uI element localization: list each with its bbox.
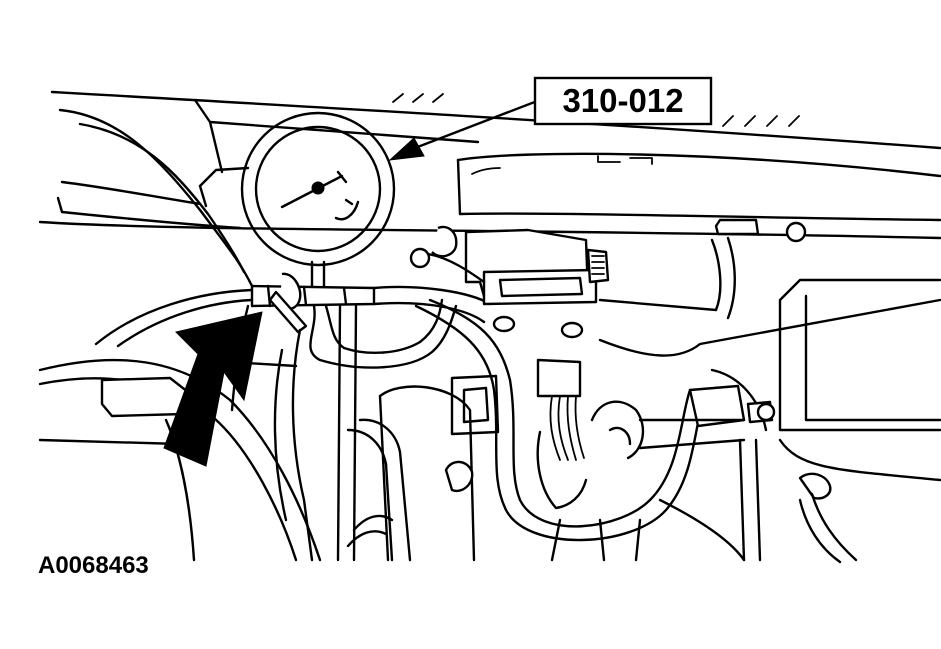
- pointer-arrows: [163, 96, 547, 467]
- cowl-panel: [38, 90, 941, 240]
- callout-arrow: [413, 96, 547, 150]
- tool-callout: 310-012: [533, 76, 713, 126]
- lower-components: [38, 236, 941, 564]
- gauge-hoses: [58, 108, 492, 562]
- location-arrow: [163, 311, 263, 467]
- tool-number-label: 310-012: [562, 82, 683, 119]
- connectors: [409, 225, 610, 510]
- figure-id-label: A0068463: [38, 552, 149, 579]
- air-duct: [456, 152, 941, 243]
- fuel-pressure-gauge: [240, 111, 396, 288]
